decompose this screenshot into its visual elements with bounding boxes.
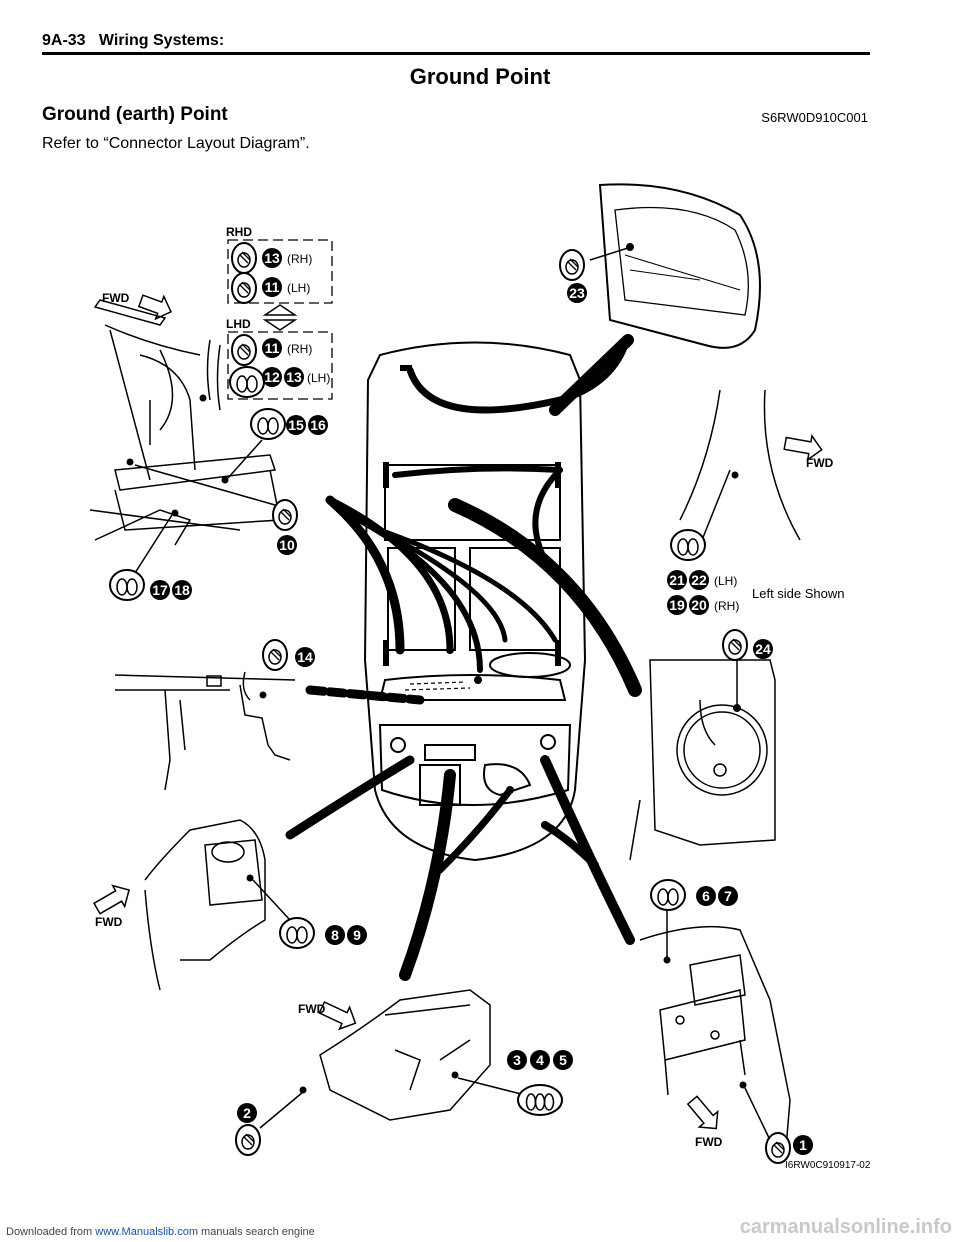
callout-22: 22 xyxy=(689,570,709,590)
fwd-label: FWD xyxy=(695,1135,723,1149)
callout-8: 8 xyxy=(325,925,345,945)
ground-point-diagram: RHD LHD FWD FWD FWD FWD FWD (RH) (LH) (R… xyxy=(89,183,845,1164)
svg-text:8: 8 xyxy=(331,927,339,943)
svg-text:12: 12 xyxy=(264,369,280,385)
lh-label: (LH) xyxy=(714,574,737,588)
rhd-label: RHD xyxy=(226,225,252,239)
rh-label: (RH) xyxy=(287,252,312,266)
callout-19: 19 xyxy=(667,595,687,615)
svg-text:10: 10 xyxy=(279,537,295,553)
callout-4: 4 xyxy=(530,1050,550,1070)
svg-text:6: 6 xyxy=(702,888,710,904)
front-left-area xyxy=(89,299,281,546)
rh-label: (RH) xyxy=(287,342,312,356)
svg-text:4: 4 xyxy=(536,1052,544,1068)
callout-11: 11 xyxy=(262,277,282,297)
svg-text:11: 11 xyxy=(265,340,280,356)
footer-text: Downloaded from www.Manualslib.com manua… xyxy=(6,1226,315,1238)
document-code: S6RW0D910C001 xyxy=(761,110,868,125)
svg-text:17: 17 xyxy=(152,582,168,598)
svg-text:11: 11 xyxy=(265,279,280,295)
battery-area xyxy=(639,925,791,1161)
page-header: 9A-33 Wiring Systems: xyxy=(42,32,224,50)
watermark: carmanualsonline.info xyxy=(739,1216,952,1238)
svg-text:1: 1 xyxy=(799,1137,807,1153)
section-subtitle: Ground (earth) Point xyxy=(42,104,228,125)
callout-24: 24 xyxy=(753,639,773,659)
callout-7: 7 xyxy=(718,886,738,906)
callout-5: 5 xyxy=(553,1050,573,1070)
svg-text:13: 13 xyxy=(286,369,302,385)
svg-text:15: 15 xyxy=(288,417,304,433)
fwd-label: FWD xyxy=(806,456,834,470)
rhd-lhd-box xyxy=(227,239,333,400)
svg-text:24: 24 xyxy=(755,641,771,657)
callout-20: 20 xyxy=(689,595,709,615)
callout-18: 18 xyxy=(172,580,192,600)
svg-text:3: 3 xyxy=(513,1052,521,1068)
callout-15: 15 xyxy=(286,415,306,435)
footer-prefix: Downloaded from xyxy=(6,1226,93,1238)
svg-text:18: 18 xyxy=(174,582,190,598)
manualslib-link[interactable]: www.Manualslib.com xyxy=(95,1226,198,1238)
svg-text:5: 5 xyxy=(559,1052,567,1068)
figure-code: I6RW0C910917-02 xyxy=(785,1160,871,1171)
callout-14: 14 xyxy=(295,647,315,667)
svg-text:2: 2 xyxy=(243,1105,251,1121)
page-title: Ground Point xyxy=(409,64,551,89)
svg-text:20: 20 xyxy=(691,597,707,613)
callout-3: 3 xyxy=(507,1050,527,1070)
callout-17: 17 xyxy=(150,580,170,600)
callout-6: 6 xyxy=(696,886,716,906)
side-panel xyxy=(679,389,801,546)
callout-9: 9 xyxy=(347,925,367,945)
reference-text: Refer to “Connector Layout Diagram”. xyxy=(42,135,310,152)
svg-text:23: 23 xyxy=(569,285,585,301)
callout-21: 21 xyxy=(667,570,687,590)
callout-12: 12 xyxy=(262,367,282,387)
svg-text:14: 14 xyxy=(297,649,313,665)
rh-label: (RH) xyxy=(714,599,739,613)
callout-11: 11 xyxy=(262,338,282,358)
svg-text:7: 7 xyxy=(724,888,732,904)
section-number: 9A-33 xyxy=(42,32,86,49)
callout-13: 13 xyxy=(284,367,304,387)
svg-text:16: 16 xyxy=(310,417,326,433)
callout-10: 10 xyxy=(277,535,297,555)
fwd-label: FWD xyxy=(95,915,123,929)
chapter-title: Wiring Systems: xyxy=(98,32,225,49)
svg-text:19: 19 xyxy=(669,597,685,613)
callout-16: 16 xyxy=(308,415,328,435)
callout-2: 2 xyxy=(237,1103,257,1123)
footer-suffix: manuals search engine xyxy=(201,1226,315,1238)
lh-label: (LH) xyxy=(287,281,310,295)
lh-label: (LH) xyxy=(307,371,330,385)
fwd-label: FWD xyxy=(102,291,130,305)
svg-text:9: 9 xyxy=(353,927,361,943)
vehicle-body xyxy=(363,341,587,862)
svg-text:22: 22 xyxy=(691,572,707,588)
left-side-shown-label: Left side Shown xyxy=(752,586,845,601)
engine-area xyxy=(144,819,266,991)
fwd-label: FWD xyxy=(298,1002,326,1016)
fuel-area xyxy=(629,659,776,861)
callout-1: 1 xyxy=(793,1135,813,1155)
bracket xyxy=(114,674,296,791)
lhd-label: LHD xyxy=(226,317,251,331)
callout-13: 13 xyxy=(262,248,282,268)
header-rule xyxy=(42,52,870,55)
rear-door xyxy=(598,183,761,349)
callout-23: 23 xyxy=(567,283,587,303)
svg-text:21: 21 xyxy=(669,572,685,588)
svg-text:13: 13 xyxy=(264,250,280,266)
page-footer xyxy=(0,1212,960,1242)
engine-block xyxy=(319,989,491,1121)
